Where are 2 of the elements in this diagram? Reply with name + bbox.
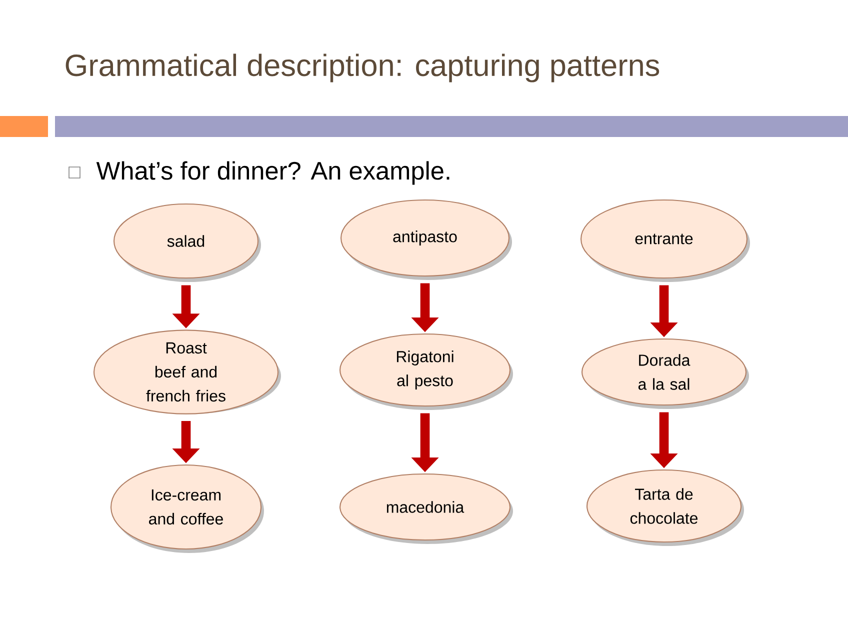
- slide-title: Grammatical description: capturing patterns: [66, 54, 660, 82]
- bullet-text: What’s for dinner? An example.: [96, 161, 450, 185]
